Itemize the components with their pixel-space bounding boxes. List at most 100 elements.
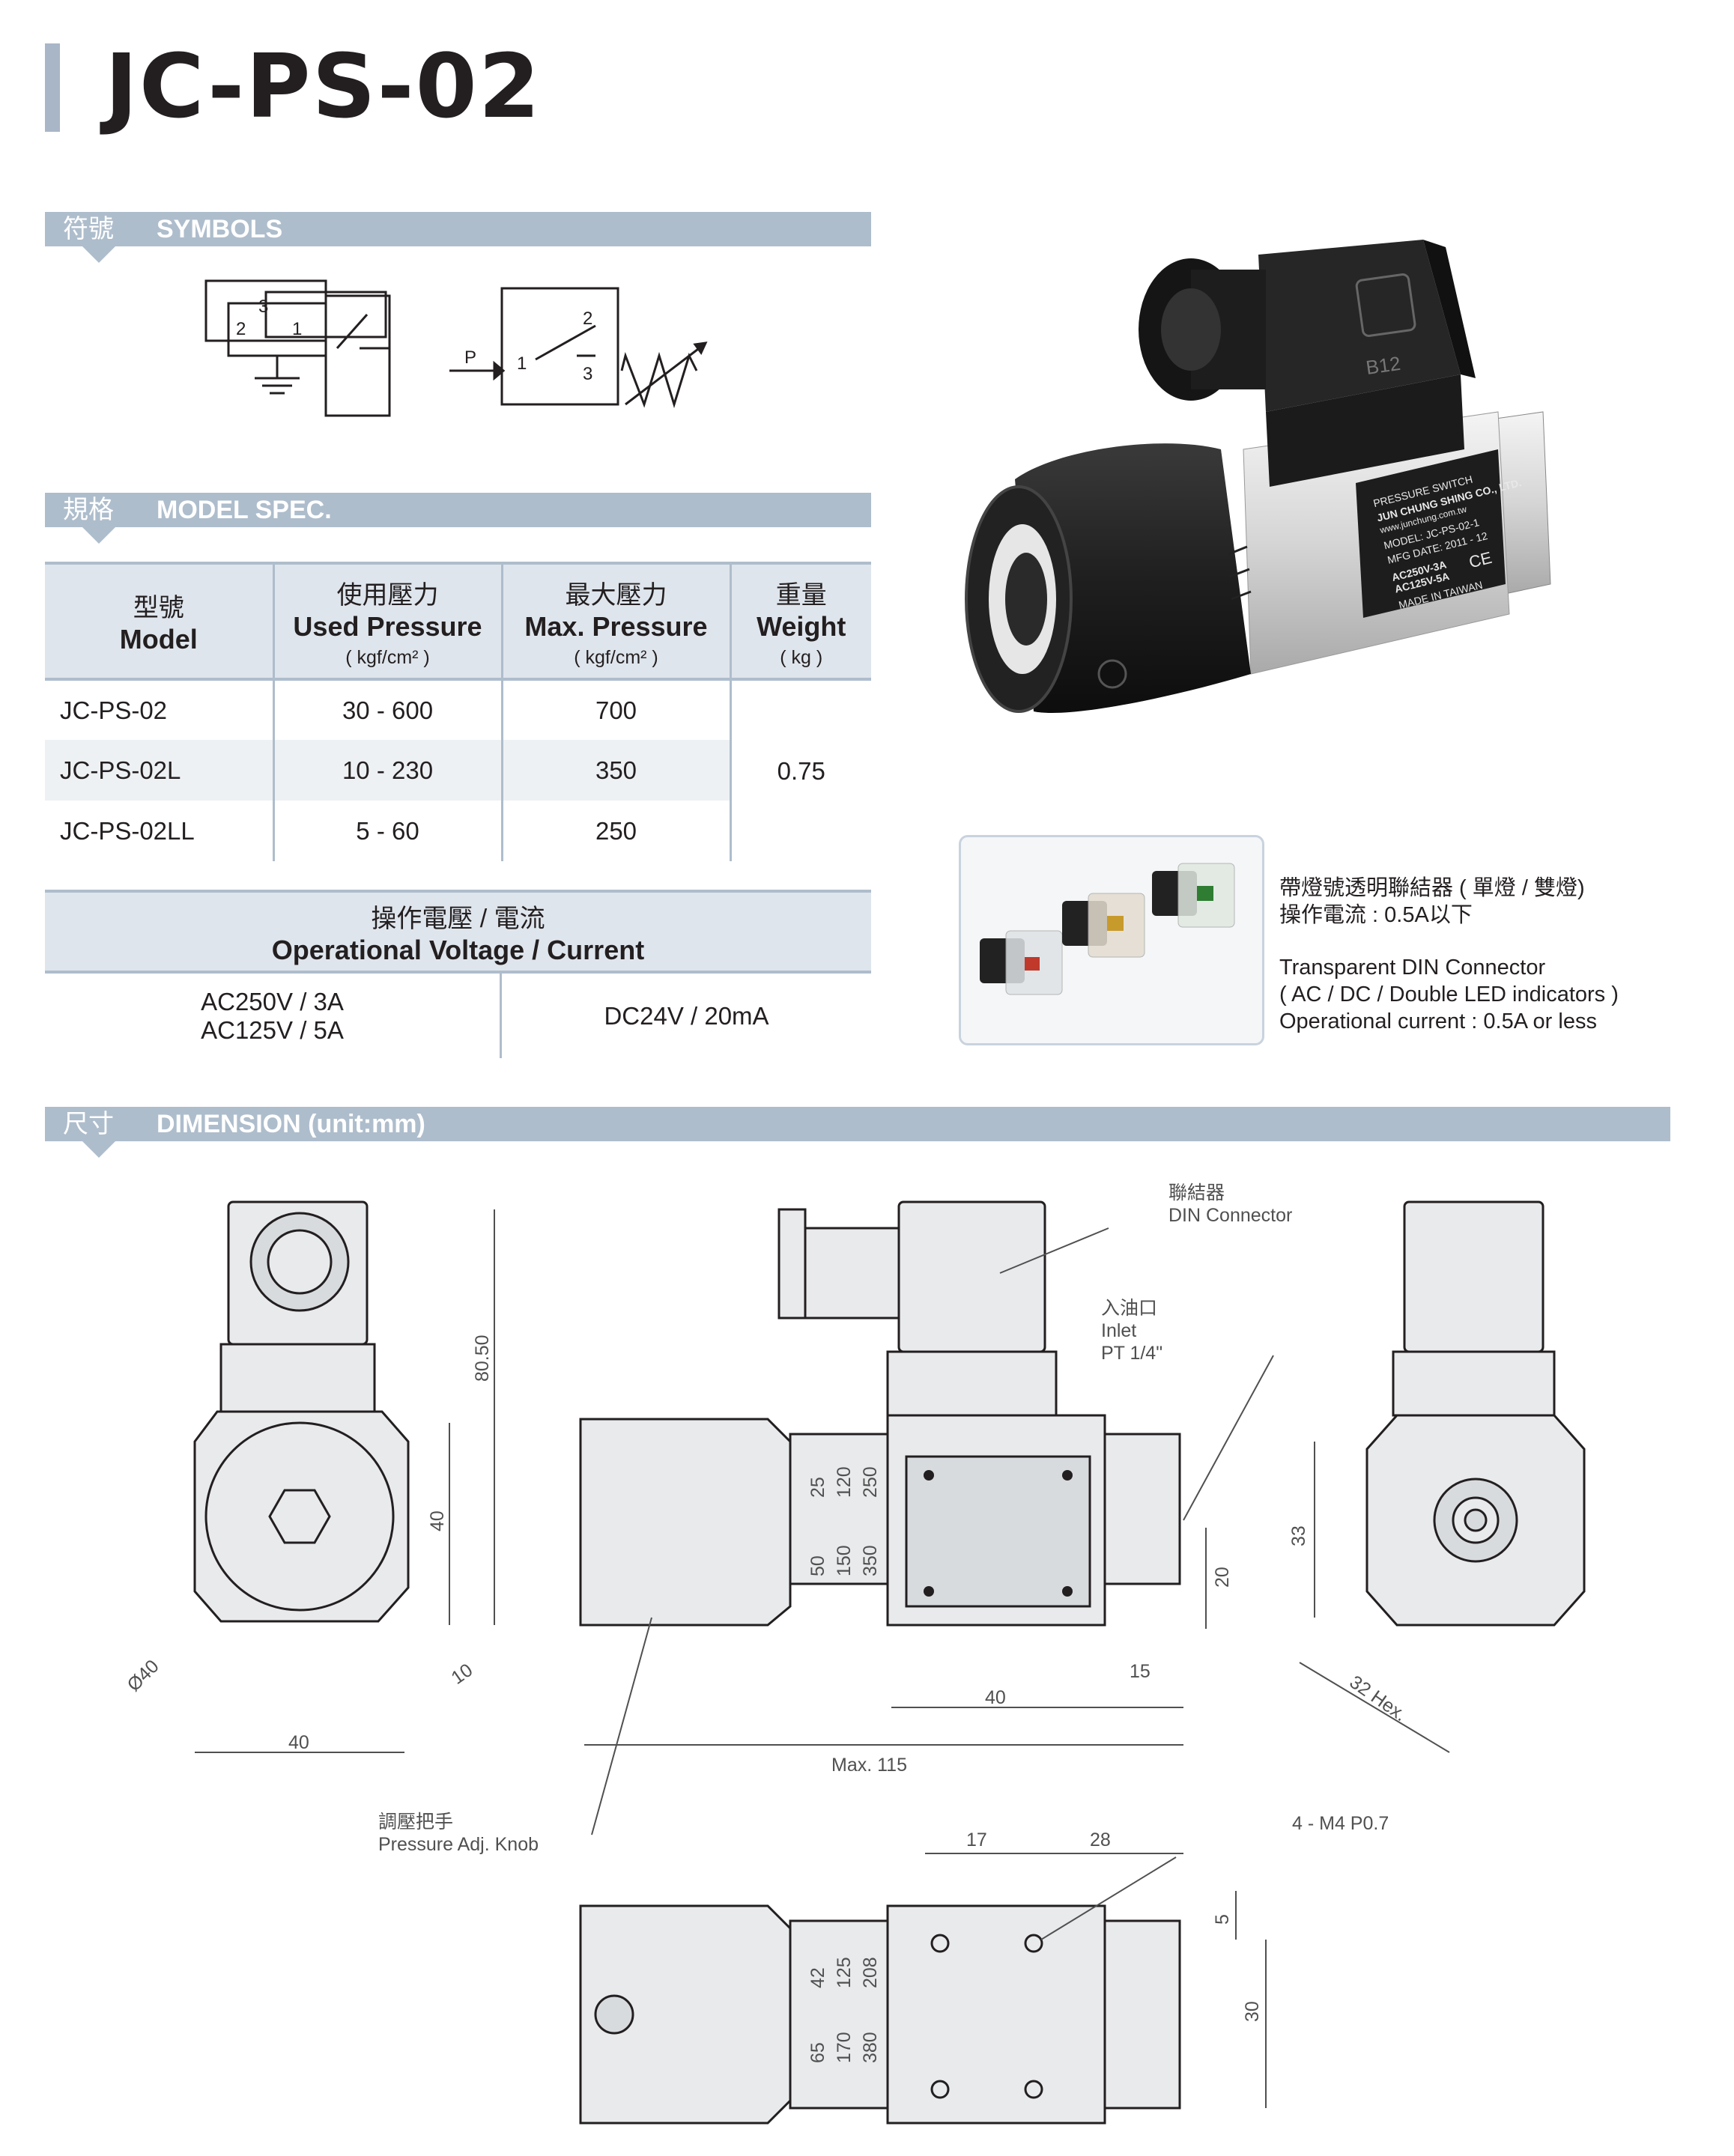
row-max-pressure: 250 — [502, 801, 732, 861]
page-title: JC-PS-02 — [105, 34, 542, 138]
header-weight: 重量 Weight ( kg ) — [730, 563, 871, 679]
table-row: JC-PS-02 30 - 600 700 0.75 — [45, 679, 871, 785]
side-mark-bottom: 150 — [834, 1545, 855, 1576]
header-weight-en: Weight — [757, 610, 846, 642]
row-used-pressure: 5 - 60 — [273, 801, 503, 861]
section-dimension-zh: 尺寸 — [63, 1110, 114, 1138]
header-weight-zh: 重量 — [775, 580, 827, 610]
section-model-spec-pointer — [82, 527, 115, 544]
header-used-zh: 使用壓力 — [336, 580, 439, 610]
header-max-unit: ( kgf/cm² ) — [574, 646, 658, 668]
inlet-en: Inlet — [1101, 1320, 1137, 1341]
title-accent-bar — [45, 43, 60, 132]
inlet-thread: PT 1/4" — [1101, 1343, 1163, 1364]
dim-side-port-height: 20 — [1212, 1567, 1233, 1588]
dim-side-max: Max. 115 — [831, 1755, 907, 1776]
voltage-ac-line2: AC125V / 5A — [201, 1015, 344, 1044]
header-model-zh: 型號 — [133, 594, 184, 622]
header-used-unit: ( kgf/cm² ) — [345, 646, 430, 668]
connector-note-en-line2: ( AC / DC / Double LED indicators ) — [1279, 983, 1619, 1006]
knob-zh: 調壓把手 — [378, 1812, 454, 1832]
dim-front-width: 40 — [288, 1732, 309, 1753]
bottom-mark-top: 42 — [807, 1967, 828, 1988]
pin-3-label: 3 — [258, 297, 268, 317]
callout-inlet: 入油口 Inlet PT 1/4" — [1101, 1297, 1162, 1364]
spec-header-row: 型號 Model 使用壓力 Used Pressure ( kgf/cm² ) … — [45, 563, 871, 679]
side-mark-bottom: 350 — [860, 1545, 881, 1576]
connector-photo-box — [959, 835, 1264, 1045]
connector-note-zh-line2: 操作電流 : 0.5A以下 — [1279, 903, 1473, 927]
connector-note-en-line1: Transparent DIN Connector — [1279, 956, 1546, 980]
connector-code: B12 — [1365, 352, 1402, 379]
pin-2-label: 2 — [236, 319, 246, 339]
callout-din-connector: 聯結器 DIN Connector — [1168, 1182, 1292, 1227]
voltage-header-zh: 操作電壓 / 電流 — [371, 904, 545, 933]
row-used-pressure: 30 - 600 — [273, 679, 503, 740]
connector-logo-icon — [1355, 273, 1416, 337]
voltage-header: 操作電壓 / 電流 Operational Voltage / Current — [45, 891, 871, 972]
dim-side-body: 40 — [985, 1687, 1006, 1708]
row-max-pressure: 700 — [502, 679, 732, 740]
voltage-header-en: Operational Voltage / Current — [271, 934, 645, 965]
header-max-pressure: 最大壓力 Max. Pressure ( kgf/cm² ) — [502, 563, 732, 679]
dim-bottom-edge: 5 — [1212, 1914, 1233, 1925]
bottom-mark-bottom: 65 — [807, 2042, 828, 2063]
row-max-pressure: 350 — [502, 740, 732, 801]
weight-value: 0.75 — [777, 756, 825, 785]
side-mark-top: 120 — [834, 1466, 855, 1498]
section-header-dimension: 尺寸 DIMENSION (unit:mm) — [45, 1107, 1670, 1141]
section-dimension-pointer — [82, 1141, 115, 1158]
bottom-mark-bottom: 380 — [860, 2032, 881, 2063]
section-model-spec-en: MODEL SPEC. — [157, 496, 332, 524]
section-symbols-pointer — [82, 246, 115, 263]
row-used-pressure: 10 - 230 — [273, 740, 503, 801]
dim-bottom-hole-span: 28 — [1090, 1829, 1111, 1850]
section-model-spec-zh: 規格 — [63, 496, 114, 524]
side-mark-top: 250 — [860, 1466, 881, 1498]
dim-side-port: 15 — [1130, 1661, 1151, 1682]
din-connector-en: DIN Connector — [1168, 1205, 1293, 1226]
section-dimension-en: DIMENSION (unit:mm) — [157, 1110, 425, 1138]
connector-note-en-line3: Operational current : 0.5A or less — [1279, 1009, 1597, 1033]
voltage-header-row: 操作電壓 / 電流 Operational Voltage / Current — [45, 891, 871, 972]
dim-front-body: 40 — [427, 1510, 448, 1531]
header-used-en: Used Pressure — [293, 610, 482, 642]
switch-pin-2-label: 2 — [583, 309, 592, 329]
spec-table: 型號 Model 使用壓力 Used Pressure ( kgf/cm² ) … — [45, 562, 871, 861]
dim-bottom-hole-dy: 30 — [1242, 2001, 1263, 2022]
row-model: JC-PS-02 — [45, 679, 275, 740]
dim-front-dia: Ø40 — [123, 1656, 163, 1695]
din-connector-zh: 聯結器 — [1168, 1182, 1225, 1203]
knob-en: Pressure Adj. Knob — [378, 1834, 539, 1855]
voltage-ac-line1: AC250V / 3A — [201, 987, 344, 1015]
voltage-ac-cell: AC250V / 3A AC125V / 5A — [45, 972, 502, 1058]
dim-rear-hex: 32 Hex. — [1346, 1671, 1411, 1725]
product-photo: PRESSURE SWITCH JUN CHUNG SHING CO., LTD… — [965, 240, 1551, 713]
voltage-table: 操作電壓 / 電流 Operational Voltage / Current … — [45, 890, 871, 1058]
din-connector-photo — [980, 863, 1235, 995]
bottom-mark-top: 208 — [860, 1957, 881, 1988]
bottom-mark-top: 125 — [834, 1957, 855, 1988]
dim-rear-height: 33 — [1288, 1525, 1309, 1546]
dim-bottom-hole-dx: 17 — [966, 1829, 987, 1850]
inlet-zh: 入油口 — [1101, 1298, 1158, 1319]
header-weight-unit: ( kg ) — [780, 646, 823, 668]
side-mark-top: 25 — [807, 1477, 828, 1498]
dim-front-height: 80.50 — [472, 1334, 493, 1382]
section-symbols-zh: 符號 — [63, 215, 114, 243]
header-max-zh: 最大壓力 — [565, 580, 667, 610]
row-model: JC-PS-02LL — [45, 801, 275, 861]
switch-pin-3-label: 3 — [583, 364, 592, 384]
voltage-row: AC250V / 3A AC125V / 5A DC24V / 20mA — [45, 972, 871, 1058]
bottom-mark-bottom: 170 — [834, 2032, 855, 2063]
table-row: JC-PS-02LL 5 - 60 250 — [45, 801, 871, 861]
section-header-model-spec: 規格 MODEL SPEC. — [45, 493, 871, 527]
callout-knob: 調壓把手 Pressure Adj. Knob — [378, 1811, 539, 1856]
connector-note-zh-line1: 帶燈號透明聯結器 ( 單燈 / 雙燈) — [1279, 876, 1585, 900]
header-model: 型號 Model — [45, 563, 275, 679]
header-used-pressure: 使用壓力 Used Pressure ( kgf/cm² ) — [273, 563, 503, 679]
header-max-en: Max. Pressure — [524, 610, 708, 642]
voltage-dc-cell: DC24V / 20mA — [604, 1001, 769, 1030]
dim-front-offset: 10 — [447, 1659, 476, 1689]
